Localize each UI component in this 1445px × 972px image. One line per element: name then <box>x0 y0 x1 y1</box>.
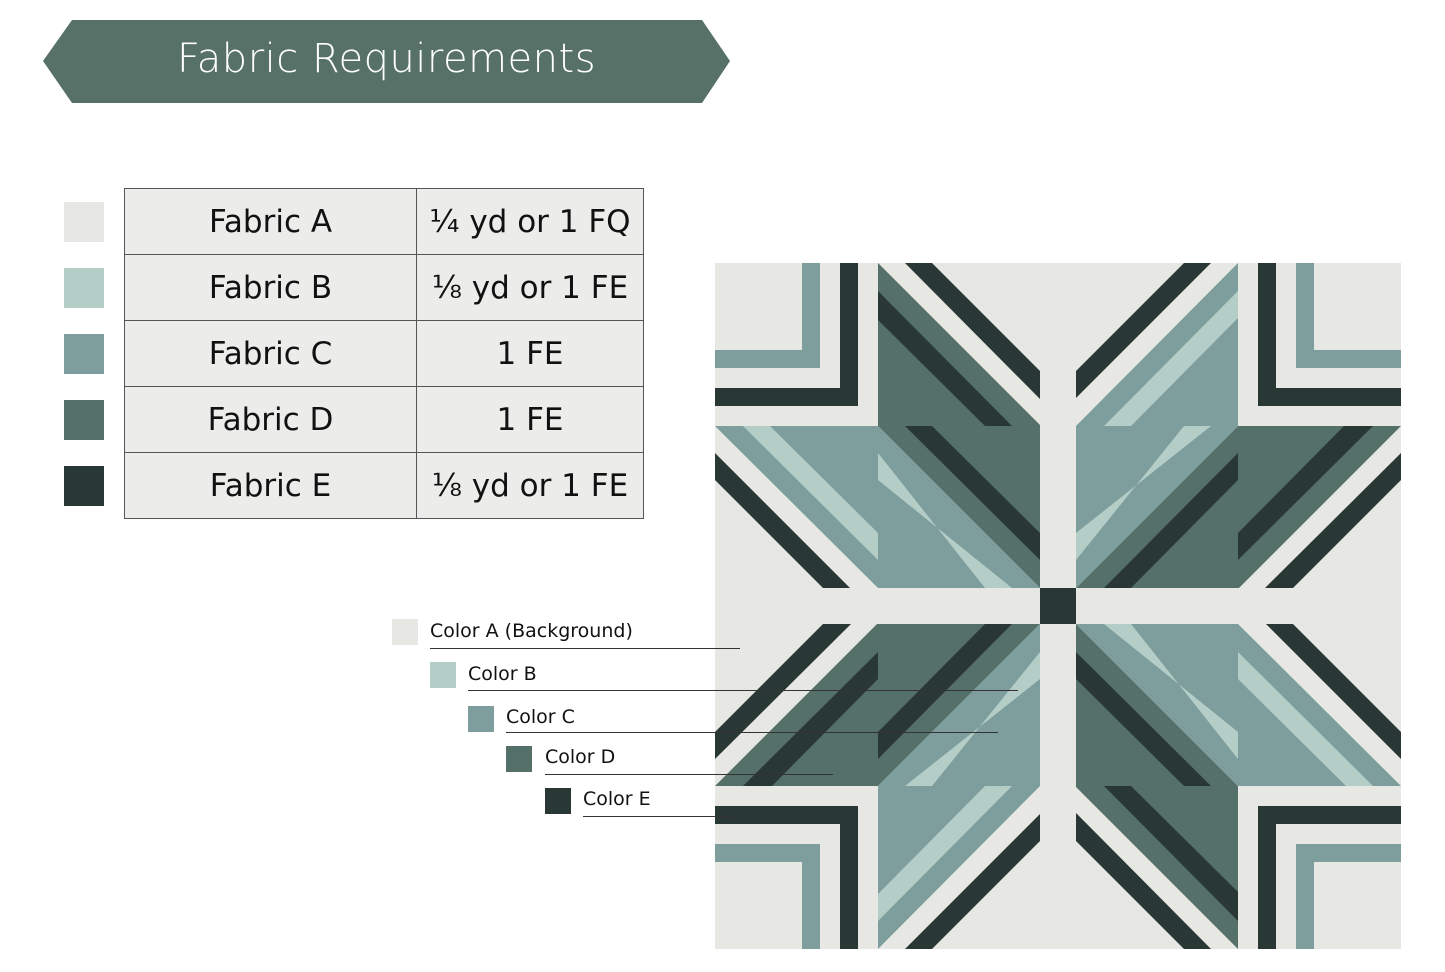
legend-swatch-c <box>468 706 494 732</box>
legend-leader-line <box>506 732 998 733</box>
swatch-fabric-d <box>64 400 104 440</box>
fabric-name: Fabric D <box>124 386 417 453</box>
fabric-name: Fabric B <box>124 254 417 321</box>
fabric-amount: ¼ yd or 1 FQ <box>416 188 644 255</box>
legend-swatch-e <box>545 788 571 814</box>
legend-leader-line <box>583 816 734 817</box>
fabric-name: Fabric E <box>124 452 417 519</box>
legend-leader-line <box>545 774 833 775</box>
swatch-fabric-e <box>64 466 104 506</box>
center-square <box>1040 588 1076 624</box>
quilt-block-diagram <box>715 263 1401 949</box>
legend-label-c: Color C <box>506 706 575 728</box>
title-banner: Fabric Requirements <box>43 20 730 103</box>
page-title: Fabric Requirements <box>176 36 597 82</box>
swatch-fabric-a <box>64 202 104 242</box>
legend-swatch-d <box>506 746 532 772</box>
legend-label-d: Color D <box>545 746 616 768</box>
fabric-amount: ⅛ yd or 1 FE <box>416 254 644 321</box>
legend-label-a: Color A (Background) <box>430 620 633 642</box>
fabric-amount: ⅛ yd or 1 FE <box>416 452 644 519</box>
fabric-amount: 1 FE <box>416 320 644 387</box>
fabric-name: Fabric C <box>124 320 417 387</box>
legend-label-e: Color E <box>583 788 651 810</box>
fabric-amount: 1 FE <box>416 386 644 453</box>
legend-label-b: Color B <box>468 663 537 685</box>
legend-leader-line <box>430 648 740 649</box>
legend-swatch-b <box>430 662 456 688</box>
legend-swatch-a <box>392 619 418 645</box>
swatch-fabric-b <box>64 268 104 308</box>
fabric-name: Fabric A <box>124 188 417 255</box>
legend-leader-line <box>468 690 1018 691</box>
swatch-fabric-c <box>64 334 104 374</box>
